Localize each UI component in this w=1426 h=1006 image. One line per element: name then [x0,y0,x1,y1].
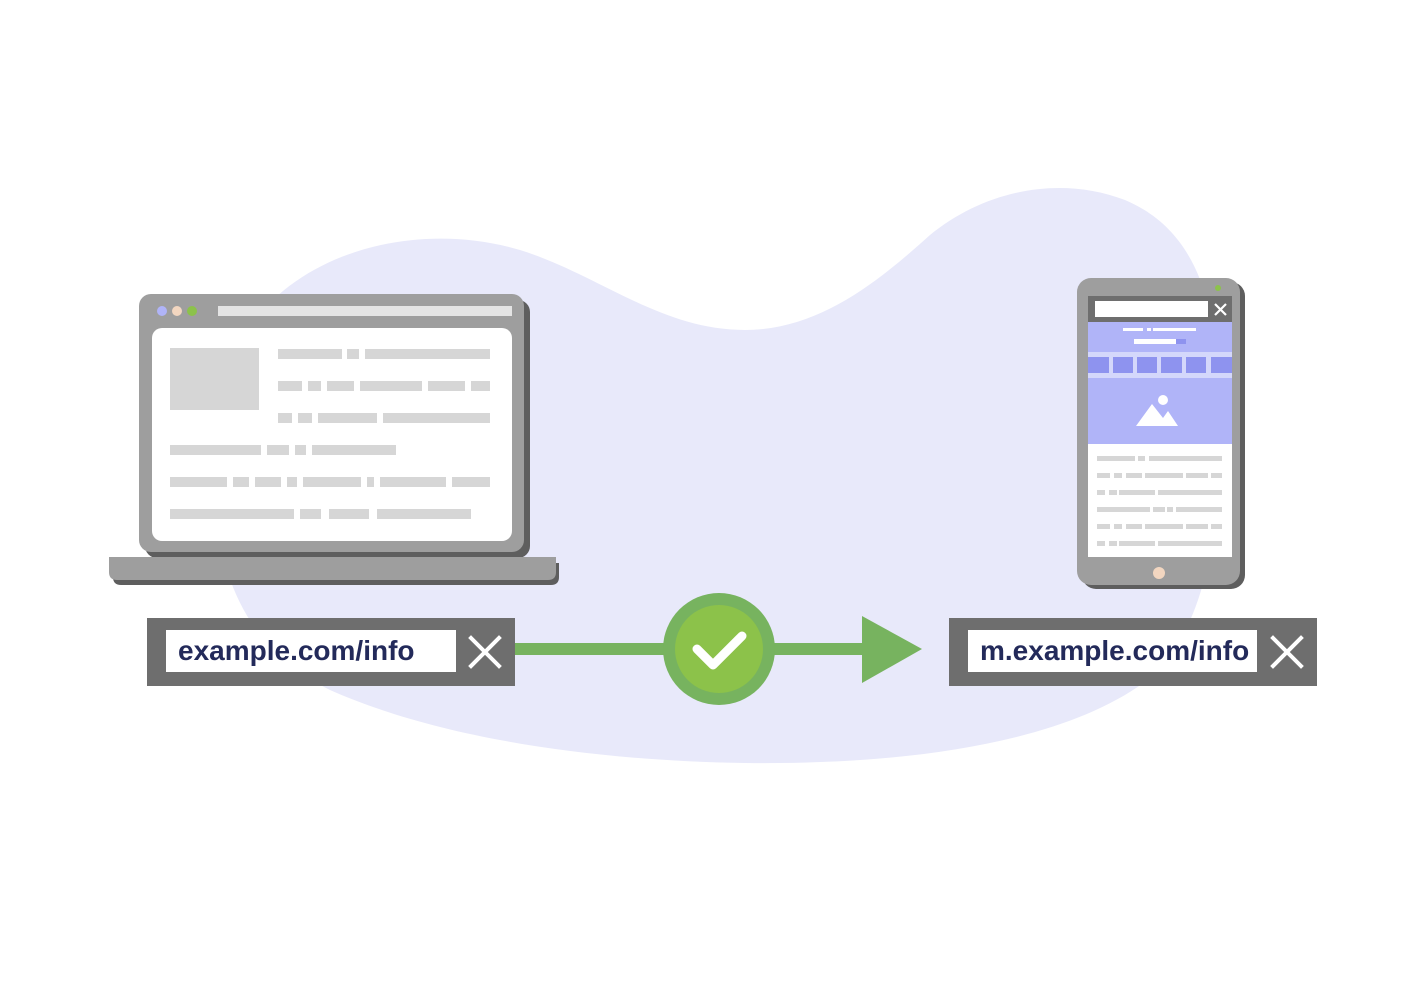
desktop-url-bar: example.com/info [147,618,515,686]
home-button-icon [1153,567,1165,579]
mobile-url-text: m.example.com/info [980,635,1250,666]
window-dot-icon [172,306,182,316]
mobile-url-field[interactable]: m.example.com/info [968,630,1257,672]
redirect-connector [514,593,922,705]
laptop-illustration [109,294,559,585]
close-icon [1214,303,1227,316]
desktop-url-text: example.com/info [178,635,415,666]
check-icon [692,631,747,670]
window-dot-icon [187,306,197,316]
phone-illustration [1077,278,1245,589]
close-icon[interactable] [1267,632,1307,672]
window-dot-icon [157,306,167,316]
mobile-url-bar: m.example.com/info [949,618,1317,686]
close-icon[interactable] [465,632,505,672]
arrow-right-icon [862,616,922,683]
desktop-url-field[interactable]: example.com/info [166,630,456,672]
image-icon [1136,404,1178,426]
